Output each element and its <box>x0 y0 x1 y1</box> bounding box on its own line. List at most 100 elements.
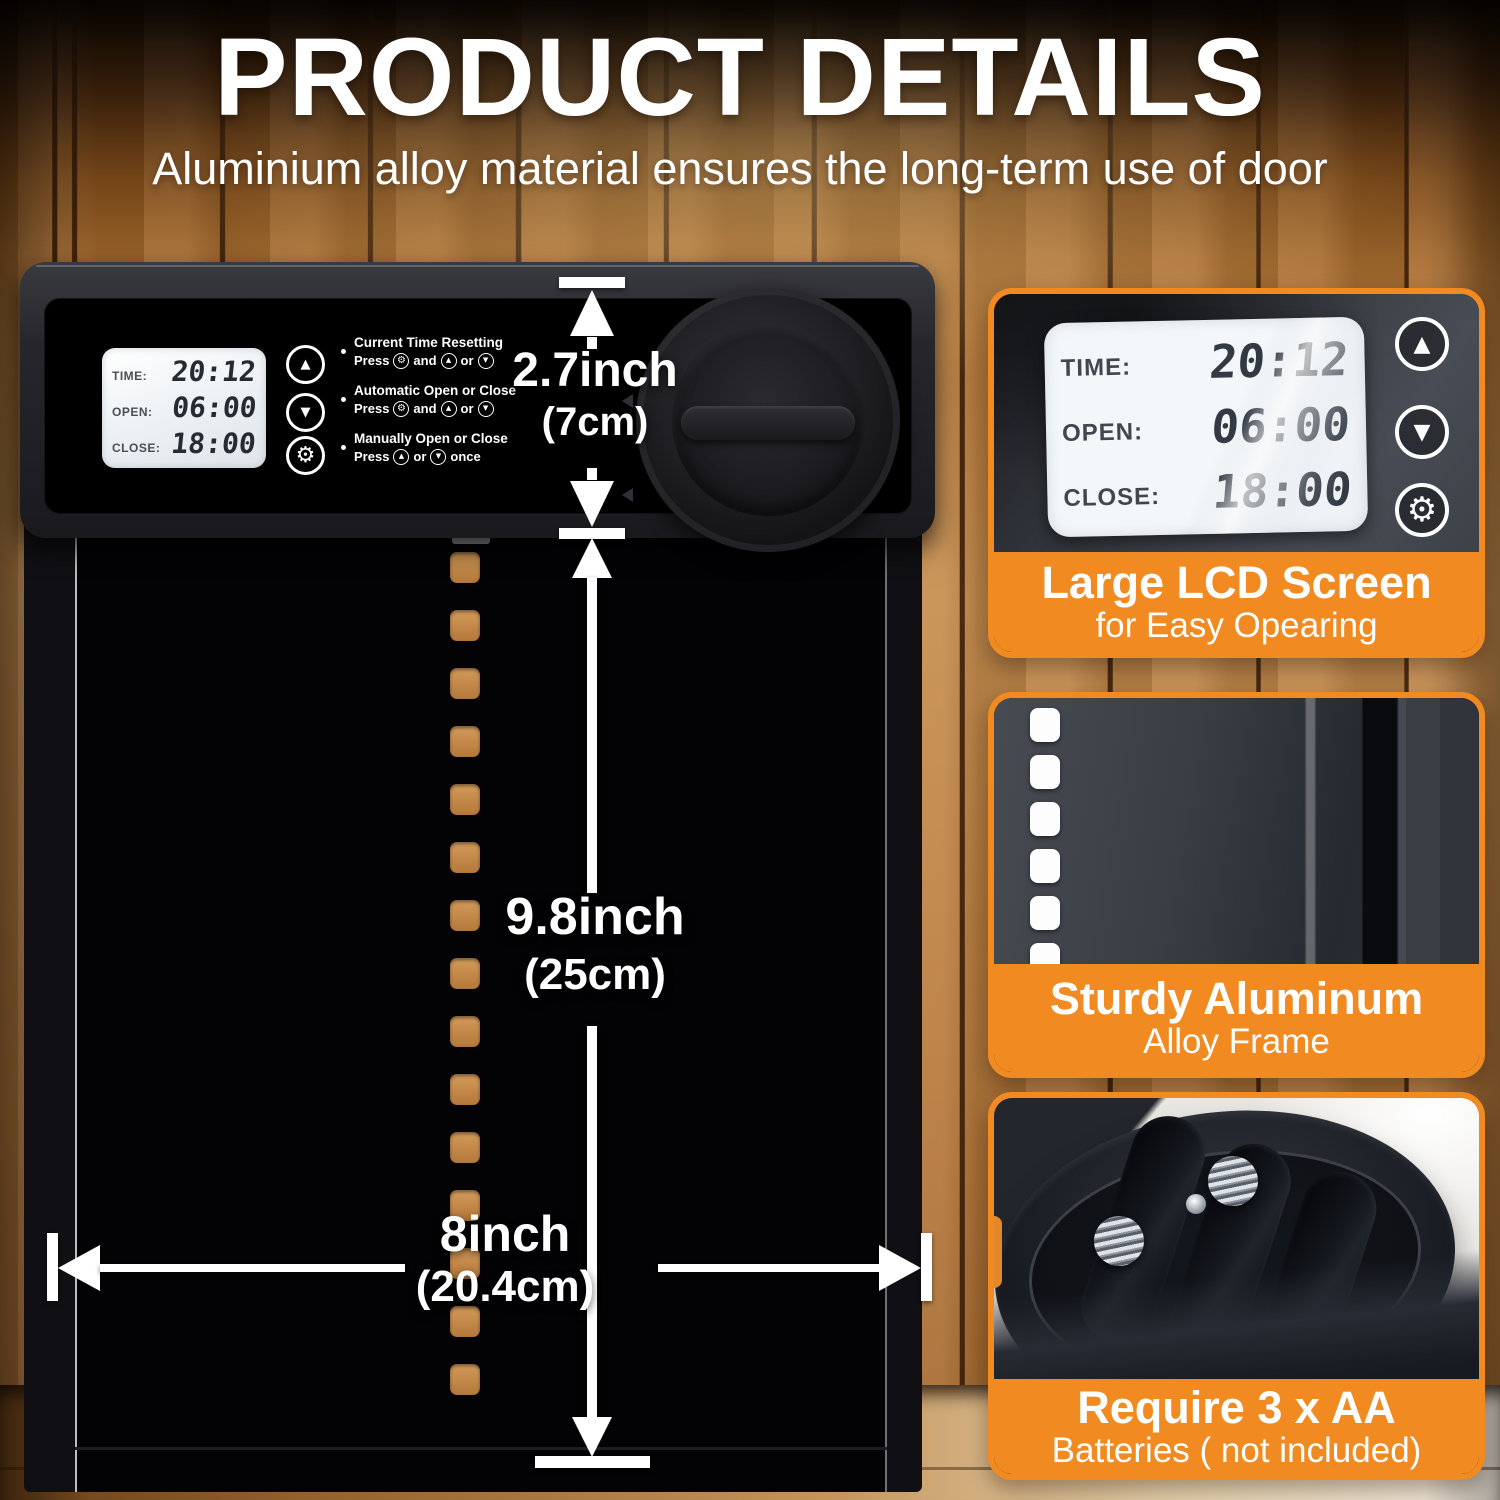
vent-hole <box>450 1016 480 1047</box>
instruction-press-line: Press ▲ or ▼ once <box>354 447 516 466</box>
width-metric: (20.4cm) <box>415 1262 595 1311</box>
instruction-list: Current Time Resetting Press ⚙ and ▲ or … <box>340 334 517 466</box>
depth-value: 2.7inch <box>512 344 678 397</box>
lcd-row-time: TIME: 20:12 <box>112 355 258 388</box>
panel-caption: Require 3 x AA Batteries ( not included) <box>994 1379 1479 1474</box>
instruction-item: Automatic Open or Close Press ⚙ and ▲ or… <box>340 382 517 418</box>
vent-hole <box>450 842 480 873</box>
lcd-label: TIME: <box>112 369 148 383</box>
battery-cap-handle <box>681 406 855 440</box>
vent-hole <box>450 1074 480 1105</box>
height-value: 9.8inch <box>505 888 685 946</box>
page-subtitle: Aluminium alloy material ensures the lon… <box>152 143 1328 194</box>
gear-icon: ⚙ <box>393 400 410 417</box>
press-word: Press <box>354 401 390 416</box>
panel-caption-title: Require 3 x AA <box>1077 1381 1396 1433</box>
height-dim-line <box>587 577 597 893</box>
lcd-label: TIME: <box>1060 353 1132 383</box>
page-title: PRODUCT DETAILS <box>214 16 1266 139</box>
instruction-item: Manually Open or Close Press ▲ or ▼ once <box>340 430 516 466</box>
gear-icon: ⚙ <box>295 443 316 468</box>
vent-hole-strip <box>1030 708 1060 964</box>
vent-hole <box>450 610 480 641</box>
lcd-value: 20:12 <box>1207 332 1351 390</box>
height-metric: (25cm) <box>524 950 666 1000</box>
press-word: or <box>460 401 474 416</box>
depth-dim-down-arrow <box>570 481 614 527</box>
width-value: 8inch <box>439 1206 571 1262</box>
vent-hole-strip <box>450 552 480 1395</box>
lcd-display-closeup: TIME: 20:12 OPEN: 06:00 CLOSE: 18:00 <box>1043 316 1369 538</box>
instruction-title: Current Time Resetting <box>354 335 504 350</box>
width-dim-right-cap <box>921 1233 932 1301</box>
vent-hole <box>1030 802 1060 836</box>
lcd-row-close: CLOSE: 18:00 <box>112 427 258 460</box>
panel-caption-title: Large LCD Screen <box>1041 557 1432 608</box>
lcd-label: OPEN: <box>112 405 153 419</box>
down-button: ▼ <box>286 393 325 432</box>
lcd-row-open: OPEN: 06:00 <box>1061 396 1353 454</box>
height-dim-down-arrow <box>572 1417 612 1457</box>
vent-hole <box>450 784 480 815</box>
depth-dim-stem <box>587 337 597 349</box>
panel-caption-subtitle: Alloy Frame <box>1143 1022 1330 1062</box>
height-dimension-label: 9.8inch (25cm) <box>470 890 720 998</box>
press-word: or <box>413 449 427 464</box>
gear-icon: ⚙ <box>1406 490 1438 530</box>
height-dim-up-arrow <box>572 538 612 578</box>
panel-caption: Sturdy Aluminum Alloy Frame <box>994 964 1479 1072</box>
lcd-row-time: TIME: 20:12 <box>1060 332 1351 390</box>
width-dim-line <box>658 1264 879 1272</box>
left-rail-highlight <box>75 512 77 1492</box>
lcd-label: OPEN: <box>1061 418 1144 447</box>
lcd-value: 18:00 <box>170 427 258 460</box>
right-rail-highlight <box>885 512 887 1492</box>
lcd-value: 18:00 <box>1210 461 1354 519</box>
vent-hole <box>1030 849 1060 883</box>
depth-dim-stem <box>587 468 597 480</box>
aluminum-frame-photo <box>994 698 1479 964</box>
vent-hole <box>1030 943 1060 964</box>
battery-spring <box>1208 1156 1258 1206</box>
width-dimension-label: 8inch (20.4cm) <box>375 1208 635 1310</box>
down-arrow-icon: ▼ <box>430 448 447 465</box>
battery-spring <box>1094 1216 1144 1266</box>
lcd-value: 06:00 <box>170 391 258 424</box>
vent-hole <box>450 900 480 931</box>
width-dim-left-cap <box>47 1233 58 1301</box>
press-word: Press <box>354 449 390 464</box>
up-arrow-icon: ▲ <box>1413 331 1431 357</box>
feature-panel-frame: Sturdy Aluminum Alloy Frame <box>988 692 1485 1078</box>
lcd-value: 06:00 <box>1209 396 1353 454</box>
settings-button: ⚙ <box>1395 483 1449 537</box>
down-arrow-icon: ▼ <box>477 352 494 369</box>
door-bottom-seam <box>75 1447 887 1450</box>
height-dim-line <box>587 1026 597 1418</box>
panel-caption: Large LCD Screen for Easy Opearing <box>994 552 1479 652</box>
vent-hole <box>1030 755 1060 789</box>
vent-hole <box>450 1132 480 1163</box>
panel-caption-subtitle: for Easy Opearing <box>1095 606 1378 646</box>
vent-hole <box>1030 896 1060 930</box>
lcd-label: CLOSE: <box>1063 482 1161 512</box>
vent-hole <box>450 668 480 699</box>
screw-post <box>1186 1194 1206 1214</box>
width-dim-line <box>100 1264 405 1272</box>
instruction-press-line: Press ⚙ and ▲ or ▼ <box>354 351 516 370</box>
panel-caption-title: Sturdy Aluminum <box>1049 973 1424 1024</box>
lcd-display: TIME: 20:12 OPEN: 06:00 CLOSE: 18:00 <box>102 348 266 468</box>
door-top-tab <box>452 534 490 544</box>
up-button: ▲ <box>286 345 325 384</box>
width-dim-left-arrow <box>58 1245 100 1291</box>
depth-dim-up-arrow <box>570 290 614 336</box>
instruction-title: Automatic Open or Close <box>354 383 517 398</box>
lcd-closeup-photo: TIME: 20:12 OPEN: 06:00 CLOSE: 18:00 ▲ ▼… <box>994 294 1479 552</box>
down-arrow-icon: ▼ <box>477 400 494 417</box>
instruction-item: Current Time Resetting Press ⚙ and ▲ or … <box>340 334 516 370</box>
lock-mark-icon <box>622 488 633 502</box>
depth-metric: (7cm) <box>541 399 649 444</box>
settings-button: ⚙ <box>286 436 325 475</box>
up-arrow-icon: ▲ <box>440 400 457 417</box>
orange-reflection <box>994 1216 1002 1288</box>
vent-hole <box>450 1190 480 1221</box>
